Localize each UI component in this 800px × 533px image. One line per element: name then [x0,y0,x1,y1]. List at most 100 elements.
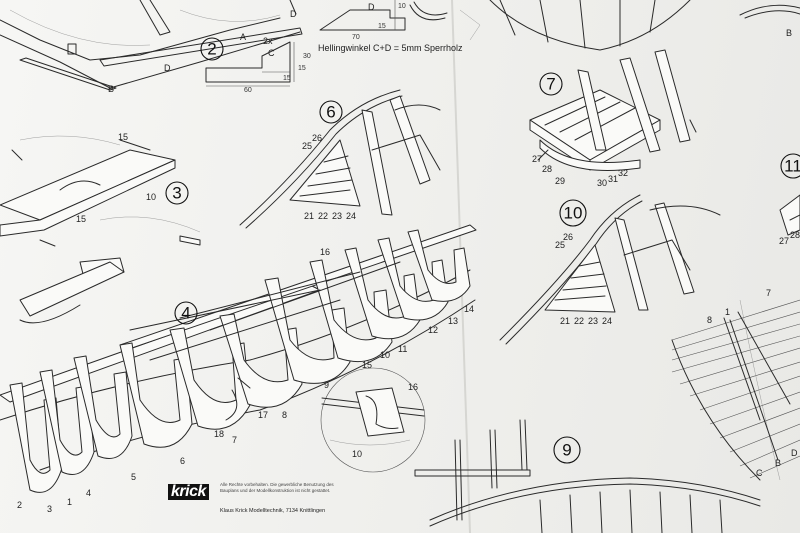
svg-text:2: 2 [207,40,216,59]
maker-info: krick Alle Rechte vorbehalten. Die gewer… [164,478,342,524]
label-keel-b: B [108,84,114,94]
label-step7-30: 30 [597,178,607,188]
label-detail-d: D [368,2,375,12]
dim-step2-15b: 15 [283,75,291,82]
label-step7-31: 31 [608,174,618,184]
label-hull-6: 6 [180,456,185,466]
label-hull-14: 14 [464,304,474,314]
label-detail-16: 16 [408,382,418,392]
label-step6-24: 24 [346,211,356,221]
label-hull-5: 5 [131,472,136,482]
label-hull-3: 3 [47,504,52,514]
step-marker-10: 10 [559,199,587,227]
label-step11-28: 28 [790,230,800,240]
label-hull-15: 15 [362,360,372,370]
label-step10-24: 24 [602,316,612,326]
step-marker-11: 11 [780,153,800,179]
step-marker-6: 6 [319,100,343,124]
label-hull-1: 1 [67,497,72,507]
label-step2-a: A [240,32,246,42]
step11-fragment [779,194,800,236]
step4-hull-frames [0,224,477,493]
label-step7-28: 28 [542,164,552,174]
step9-keel-jig [414,419,761,533]
note-plywood: Hellingwinkel C+D = 5mm Sperrholz [318,43,463,53]
label-step3-15a: 15 [118,132,128,142]
top-center-detail [319,0,448,31]
label-step2-2x: 2x [263,36,273,46]
label-step6-25: 25 [302,141,312,151]
label-hull-4: 4 [86,488,91,498]
dim-detail-70: 70 [352,34,360,41]
top-right-hull-fragment [459,0,800,51]
label-hull-12: 12 [428,325,438,335]
dim-step2-15a: 15 [298,65,306,72]
label-step7-32: 32 [618,168,628,178]
label-step10-23: 23 [588,316,598,326]
label-step10-21: 21 [560,316,570,326]
label-plank-8: 8 [707,315,712,325]
krick-logo: krick [168,484,209,500]
keel-joint-detail [320,367,426,473]
label-step10-26: 26 [563,232,573,242]
top-left-keel-parts [0,0,303,91]
label-step10-22: 22 [574,316,584,326]
step6-bow-frames [239,89,441,229]
svg-text:4: 4 [181,304,190,323]
svg-text:7: 7 [546,75,555,94]
step-marker-9: 9 [553,436,581,464]
label-hull-11: 11 [398,344,407,354]
label-hull-18: 18 [214,429,224,439]
label-step11-27: 27 [779,236,789,246]
label-hull-2: 2 [17,500,22,510]
step-marker-3: 3 [165,181,189,205]
label-step6-26: 26 [312,133,322,143]
label-step3-10: 10 [146,192,156,202]
step7-stern-steps [529,49,697,171]
maker-address: Klaus Krick Modelltechnik, 7134 Knittlin… [220,508,326,514]
label-plank-d: D [791,448,798,458]
dim-step2-30: 30 [303,53,311,60]
dim-detail-10: 10 [398,3,406,10]
label-plank-7: 7 [766,288,771,298]
label-step6-22: 22 [318,211,328,221]
dim-detail-15: 15 [378,23,386,30]
hull-frame-row [9,229,471,493]
svg-text:10: 10 [564,204,583,223]
label-hull-8: 8 [282,410,287,420]
label-hull-10: 10 [380,350,390,360]
svg-text:3: 3 [172,184,181,203]
label-hull-16: 16 [320,247,330,257]
label-plank-b: B [775,458,781,468]
svg-text:9: 9 [562,441,571,460]
dim-step2-60: 60 [244,87,252,94]
step-marker-2: 2 [200,37,224,61]
label-right-b: B [786,28,792,38]
step3-keel-assembly [0,135,201,324]
label-hull-9: 9 [324,380,329,390]
label-step10-25: 25 [555,240,565,250]
step2-dimension-drawing [205,41,295,87]
label-plank-1: 1 [725,307,730,317]
label-plank-c: C [756,468,763,478]
label-step7-27: 27 [532,154,542,164]
step-marker-4: 4 [174,301,198,325]
step10-bow-frames [499,194,721,345]
label-step6-21: 21 [304,211,314,221]
label-hull-17: 17 [258,410,268,420]
label-hull-7: 7 [232,435,237,445]
copyright-notice: Alle Rechte vorbehalten. Die gewerbliche… [220,482,334,493]
label-step6-23: 23 [332,211,342,221]
svg-text:6: 6 [326,103,335,122]
label-step2-c: C [268,48,275,58]
label-hull-13: 13 [448,316,458,326]
label-top-d: D [290,9,297,19]
label-detail-10: 10 [352,449,362,459]
svg-text:11: 11 [784,157,800,176]
label-step3-15b: 15 [76,214,86,224]
step-marker-7: 7 [539,72,563,96]
label-keel-d: D [164,63,171,73]
label-step7-29: 29 [555,176,565,186]
